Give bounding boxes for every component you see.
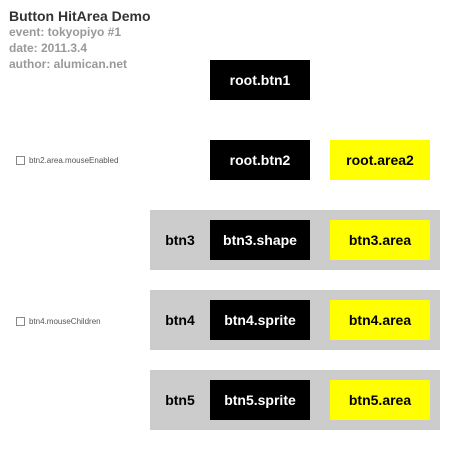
btn3-shape-button[interactable]: btn3.shape	[210, 220, 310, 260]
root-btn2-button[interactable]: root.btn2	[210, 140, 310, 180]
btn4-area-button[interactable]: btn4.area	[330, 300, 430, 340]
btn5-area-button[interactable]: btn5.area	[330, 380, 430, 420]
btn5-sprite-button[interactable]: btn5.sprite	[210, 380, 310, 420]
date-line: date: 2011.3.4	[9, 41, 88, 55]
checkbox-icon[interactable]	[16, 316, 25, 326]
btn4-sprite-button[interactable]: btn4.sprite	[210, 300, 310, 340]
checkbox-icon[interactable]	[16, 155, 25, 165]
checkbox-label: btn4.mouseChildren	[29, 316, 101, 326]
btn5-label: btn5	[165, 392, 195, 408]
btn4-mouse-children-checkbox[interactable]: btn4.mouseChildren	[16, 315, 101, 327]
btn3-label: btn3	[165, 232, 195, 248]
root-area2-button[interactable]: root.area2	[330, 140, 430, 180]
page-title: Button HitArea Demo	[9, 8, 151, 24]
event-line: event: tokyopiyo #1	[9, 25, 122, 39]
btn4-label: btn4	[165, 312, 195, 328]
btn3-area-button[interactable]: btn3.area	[330, 220, 430, 260]
author-line: author: alumican.net	[9, 57, 128, 71]
btn2-mouse-enabled-checkbox[interactable]: btn2.area.mouseEnabled	[16, 154, 118, 166]
root-btn1-button[interactable]: root.btn1	[210, 60, 310, 100]
checkbox-label: btn2.area.mouseEnabled	[29, 155, 119, 165]
